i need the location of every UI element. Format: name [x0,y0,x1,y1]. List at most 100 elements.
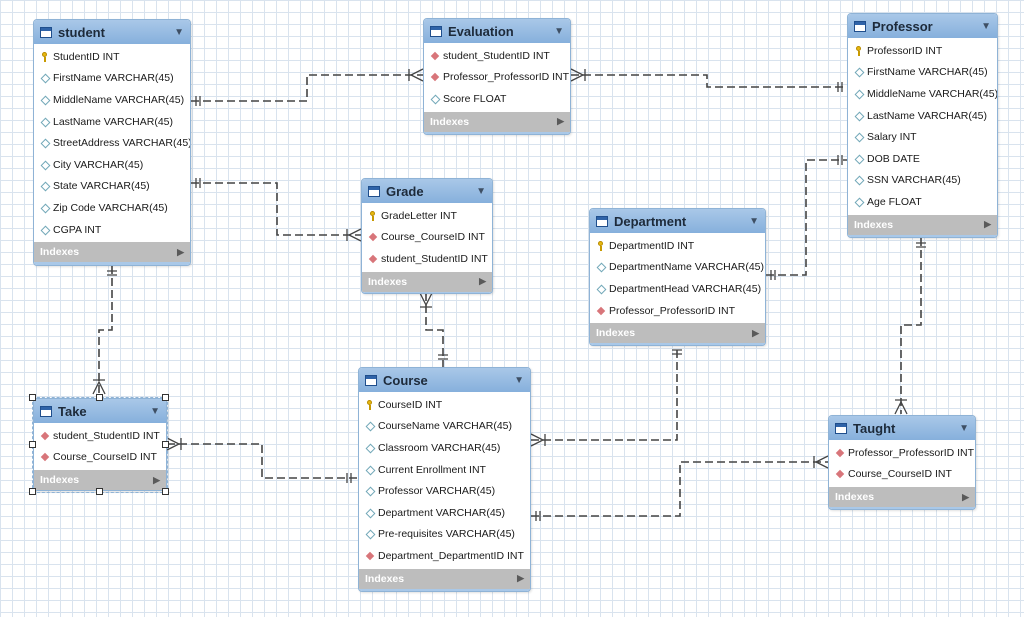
expand-arrow-icon[interactable]: ▶ [752,327,759,338]
expand-arrow-icon[interactable]: ▶ [984,219,991,230]
table-student[interactable]: student ▼ StudentID INT FirstName VARCHA… [33,19,191,266]
column-row[interactable]: Score FLOAT [424,88,570,110]
table-header[interactable]: Course ▼ [359,368,530,392]
collapse-arrow-icon[interactable]: ▼ [476,185,486,197]
column-label: StudentID INT [53,50,120,63]
column-row[interactable]: Professor_ProfessorID INT [590,300,765,322]
table-header[interactable]: student ▼ [34,20,190,44]
indexes-bar[interactable]: Indexes▶ [34,242,190,263]
table-professor[interactable]: Professor ▼ ProfessorID INT FirstName VA… [847,13,998,238]
expand-arrow-icon[interactable]: ▶ [177,246,184,257]
column-label: LastName VARCHAR(45) [53,115,174,128]
column-row[interactable]: FirstName VARCHAR(45) [848,62,997,84]
collapse-arrow-icon[interactable]: ▼ [959,422,969,434]
collapse-arrow-icon[interactable]: ▼ [749,215,759,227]
resize-handle-n[interactable] [96,394,103,401]
resize-handle-se[interactable] [162,488,169,495]
table-taught[interactable]: Taught ▼ Professor_ProfessorID INT Cours… [828,415,976,510]
marker-many-grade-bottom [419,292,433,308]
table-header[interactable]: Evaluation ▼ [424,19,570,43]
indexes-bar[interactable]: Indexes▶ [424,111,570,132]
column-row[interactable]: LastName VARCHAR(45) [34,111,190,133]
column-row[interactable]: Classroom VARCHAR(45) [359,437,530,459]
column-row[interactable]: ProfessorID INT [848,40,997,62]
column-row[interactable]: StreetAddress VARCHAR(45) [34,132,190,154]
marker-many-eval-left [408,68,424,82]
column-row[interactable]: GradeLetter INT [362,205,492,227]
table-grade[interactable]: Grade ▼ GradeLetter INT Course_CourseID … [361,178,493,294]
column-row[interactable]: CourseName VARCHAR(45) [359,416,530,438]
foreign-key-icon [430,51,440,61]
collapse-arrow-icon[interactable]: ▼ [554,25,564,37]
column-row[interactable]: Current Enrollment INT [359,459,530,481]
column-row[interactable]: SSN VARCHAR(45) [848,170,997,192]
indexes-bar[interactable]: Indexes ▶ [829,487,975,508]
column-label: FirstName VARCHAR(45) [53,72,174,85]
column-row[interactable]: City VARCHAR(45) [34,154,190,176]
indexes-bar[interactable]: Indexes▶ [34,470,166,490]
indexes-bar[interactable]: Indexes▶ [362,271,492,292]
column-row[interactable]: Department VARCHAR(45) [359,502,530,524]
column-row[interactable]: LastName VARCHAR(45) [848,105,997,127]
column-row[interactable]: Pre-requisites VARCHAR(45) [359,524,530,546]
column-row[interactable]: Department_DepartmentID INT [359,545,530,567]
column-row[interactable]: CourseID INT [359,394,530,416]
column-row[interactable]: Professor_ProfessorID INT [424,67,570,89]
resize-handle-e[interactable] [162,441,169,448]
marker-one-course-taught [535,511,541,521]
table-course[interactable]: Course ▼ CourseID INT CourseName VARCHAR… [358,367,531,592]
primary-key-icon [854,45,864,56]
table-department[interactable]: Department ▼ DepartmentID INT Department… [589,208,766,346]
column-row[interactable]: StudentID INT [34,46,190,68]
table-header[interactable]: Department ▼ [590,209,765,233]
collapse-arrow-icon[interactable]: ▼ [981,20,991,32]
expand-arrow-icon[interactable]: ▶ [479,276,486,287]
column-list: CourseID INT CourseName VARCHAR(45) Clas… [359,392,530,569]
primary-key-icon [368,210,378,221]
column-row[interactable]: Course_CourseID INT [829,464,975,486]
indexes-bar[interactable]: Indexes▶ [359,568,530,589]
collapse-arrow-icon[interactable]: ▼ [514,374,524,386]
column-row[interactable]: student_StudentID INT [34,425,166,447]
column-label: FirstName VARCHAR(45) [867,66,988,79]
expand-arrow-icon[interactable]: ▶ [153,474,160,485]
column-row[interactable]: Professor_ProfessorID INT [829,442,975,464]
column-row[interactable]: student_StudentID INT [362,248,492,270]
column-row[interactable]: DepartmentID INT [590,235,765,257]
column-row[interactable]: Salary INT [848,126,997,148]
resize-handle-ne[interactable] [162,394,169,401]
column-row[interactable]: Course_CourseID INT [362,227,492,249]
expand-arrow-icon[interactable]: ▶ [517,573,524,584]
column-row[interactable]: CGPA INT [34,219,190,241]
table-header[interactable]: Grade ▼ [362,179,492,203]
column-row[interactable]: MiddleName VARCHAR(45) [34,89,190,111]
expand-arrow-icon[interactable]: ▶ [557,116,564,127]
column-row[interactable]: Age FLOAT [848,191,997,213]
resize-handle-w[interactable] [29,441,36,448]
indexes-label: Indexes [835,491,875,504]
indexes-bar[interactable]: Indexes▶ [590,323,765,344]
indexes-bar[interactable]: Indexes▶ [848,214,997,235]
collapse-arrow-icon[interactable]: ▼ [150,405,160,417]
table-take[interactable]: Take ▼ student_StudentID INT Course_Cour… [33,398,167,491]
column-row[interactable]: DepartmentName VARCHAR(45) [590,257,765,279]
column-row[interactable]: student_StudentID INT [424,45,570,67]
column-row[interactable]: Course_CourseID INT [34,447,166,469]
table-evaluation[interactable]: Evaluation ▼ student_StudentID INT Profe… [423,18,571,135]
table-header[interactable]: Taught ▼ [829,416,975,440]
foreign-key-icon [365,551,375,561]
column-row[interactable]: DOB DATE [848,148,997,170]
column-row[interactable]: FirstName VARCHAR(45) [34,68,190,90]
column-row[interactable]: MiddleName VARCHAR(45) [848,83,997,105]
expand-arrow-icon[interactable]: ▶ [962,491,969,502]
column-row[interactable]: DepartmentHead VARCHAR(45) [590,278,765,300]
collapse-arrow-icon[interactable]: ▼ [174,26,184,38]
resize-handle-sw[interactable] [29,488,36,495]
column-row[interactable]: Zip Code VARCHAR(45) [34,197,190,219]
table-header[interactable]: Professor ▼ [848,14,997,38]
resize-handle-nw[interactable] [29,394,36,401]
resize-handle-s[interactable] [96,488,103,495]
table-header[interactable]: Take ▼ [34,399,166,423]
column-row[interactable]: State VARCHAR(45) [34,176,190,198]
column-row[interactable]: Professor VARCHAR(45) [359,480,530,502]
